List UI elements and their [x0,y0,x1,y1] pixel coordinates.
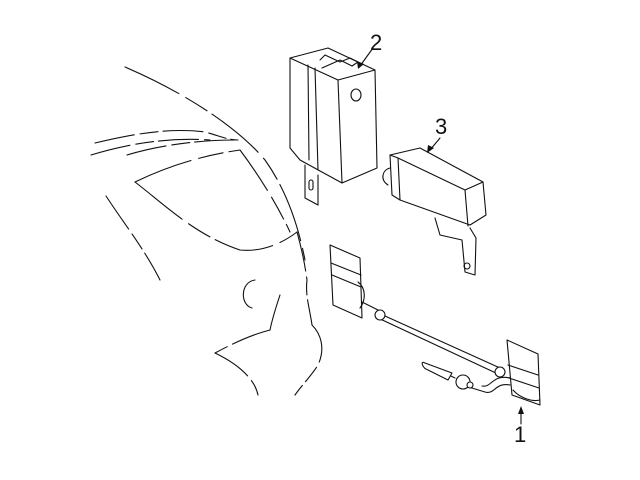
callout-leaders [357,47,524,425]
callout-2: 2 [370,30,383,55]
vehicle-outline [90,66,323,396]
part-3-module[interactable] [382,147,487,276]
part-2-control-module[interactable] [289,47,378,206]
part-1-cable-assembly[interactable] [329,244,541,406]
callout-1: 1 [514,422,527,447]
callout-3: 3 [435,114,448,139]
